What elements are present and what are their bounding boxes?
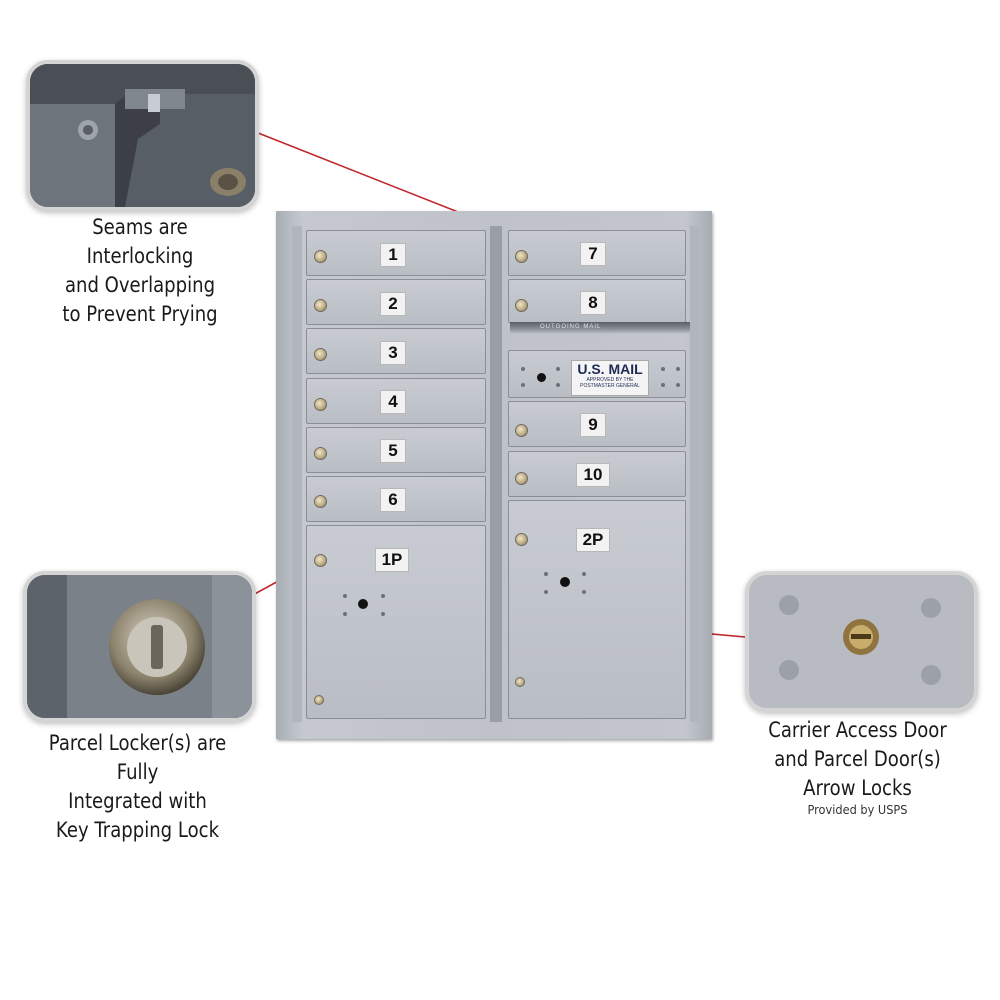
outgoing-mail-slot-label: OUTGOING MAIL: [540, 324, 602, 330]
door-number-label: 10: [576, 463, 610, 487]
rivet-icon: [544, 572, 548, 576]
seams-closeup-graphic: [30, 64, 255, 207]
us-mail-plate: U.S. MAIL APPROVED BY THE POSTMASTER GEN…: [571, 360, 649, 396]
arrow-lock-keyhole-icon[interactable]: [358, 599, 368, 609]
outgoing-mail-slot[interactable]: [510, 322, 690, 334]
parcel-locker-label: 2P: [576, 528, 610, 552]
seams-caption-line2: and Overlapping: [64, 273, 216, 297]
door-number-label: 3: [380, 341, 406, 365]
parcel-lock-closeup-graphic: [27, 575, 252, 718]
rivet-icon: [521, 367, 525, 371]
rivet-icon: [661, 383, 665, 387]
rivet-icon: [582, 572, 586, 576]
rivet-icon: [381, 594, 385, 598]
parcel-lock-closeup-photo: [23, 571, 256, 722]
door-number-label: 4: [380, 390, 406, 414]
arrow-lock-caption: Carrier Access Door and Parcel Door(s) A…: [752, 716, 963, 817]
rivet-icon: [381, 612, 385, 616]
door-lock-icon[interactable]: [515, 250, 528, 263]
seams-callout-line: [252, 130, 492, 226]
rivet-icon: [343, 594, 347, 598]
rivet-icon: [676, 383, 680, 387]
arrow-lock-caption-note: Provided by USPS: [807, 803, 908, 817]
rivet-icon: [556, 383, 560, 387]
parcel-caption: Parcel Locker(s) are Fully Integrated wi…: [28, 729, 247, 845]
door-lock-icon[interactable]: [314, 447, 327, 460]
door-lock-icon[interactable]: [314, 495, 327, 508]
door-number-label: 1: [380, 243, 406, 267]
door-lock-icon[interactable]: [314, 299, 327, 312]
door-number-label: 9: [580, 413, 606, 437]
carrier-arrow-lock-keyhole-icon[interactable]: [537, 373, 546, 382]
rivet-icon: [544, 590, 548, 594]
parcel-locker-label: 1P: [375, 548, 409, 572]
seams-caption: Seams are Interlocking and Overlapping t…: [37, 213, 243, 329]
door-number-label: 2: [380, 292, 406, 316]
rivet-icon: [556, 367, 560, 371]
door-lock-icon[interactable]: [314, 398, 327, 411]
parcel-door-bottom-lock-icon: [314, 695, 324, 705]
cabinet-left-frame: [292, 226, 302, 722]
rivet-icon: [343, 612, 347, 616]
rivet-icon: [676, 367, 680, 371]
parcel-caption-line2: Integrated with: [68, 789, 207, 813]
parcel-caption-line3: Key Trapping Lock: [55, 818, 220, 842]
door-lock-icon[interactable]: [515, 424, 528, 437]
cabinet-center-divider: [490, 226, 502, 722]
door-number-label: 7: [580, 242, 606, 266]
parcel-lock-icon[interactable]: [515, 533, 528, 546]
arrow-lock-closeup-graphic: [749, 575, 974, 708]
door-lock-icon[interactable]: [314, 348, 327, 361]
seams-caption-line1: Seams are Interlocking: [86, 215, 194, 268]
arrow-lock-closeup-photo: [745, 571, 978, 712]
seams-caption-line3: to Prevent Prying: [62, 302, 218, 326]
cabinet-right-frame: [690, 226, 700, 722]
door-lock-icon[interactable]: [515, 299, 528, 312]
rivet-icon: [521, 383, 525, 387]
door-number-label: 5: [380, 439, 406, 463]
us-mail-plate-approval: APPROVED BY THE POSTMASTER GENERAL: [580, 377, 640, 389]
arrow-lock-caption-line2: and Parcel Door(s): [774, 747, 941, 771]
rivet-icon: [582, 590, 586, 594]
seams-closeup-photo: [26, 60, 259, 211]
arrow-lock-keyhole-icon[interactable]: [560, 577, 570, 587]
us-mail-plate-title: U.S. MAIL: [577, 361, 643, 377]
door-number-label: 8: [580, 291, 606, 315]
arrow-lock-caption-line1: Carrier Access Door: [768, 718, 947, 742]
parcel-door-bottom-lock-icon: [515, 677, 525, 687]
door-lock-icon[interactable]: [515, 472, 528, 485]
arrow-lock-caption-line3: Arrow Locks: [803, 776, 912, 800]
door-number-label: 6: [380, 488, 406, 512]
parcel-caption-line1: Parcel Locker(s) are Fully: [48, 731, 227, 784]
rivet-icon: [661, 367, 665, 371]
door-lock-icon[interactable]: [314, 250, 327, 263]
parcel-lock-icon[interactable]: [314, 554, 327, 567]
